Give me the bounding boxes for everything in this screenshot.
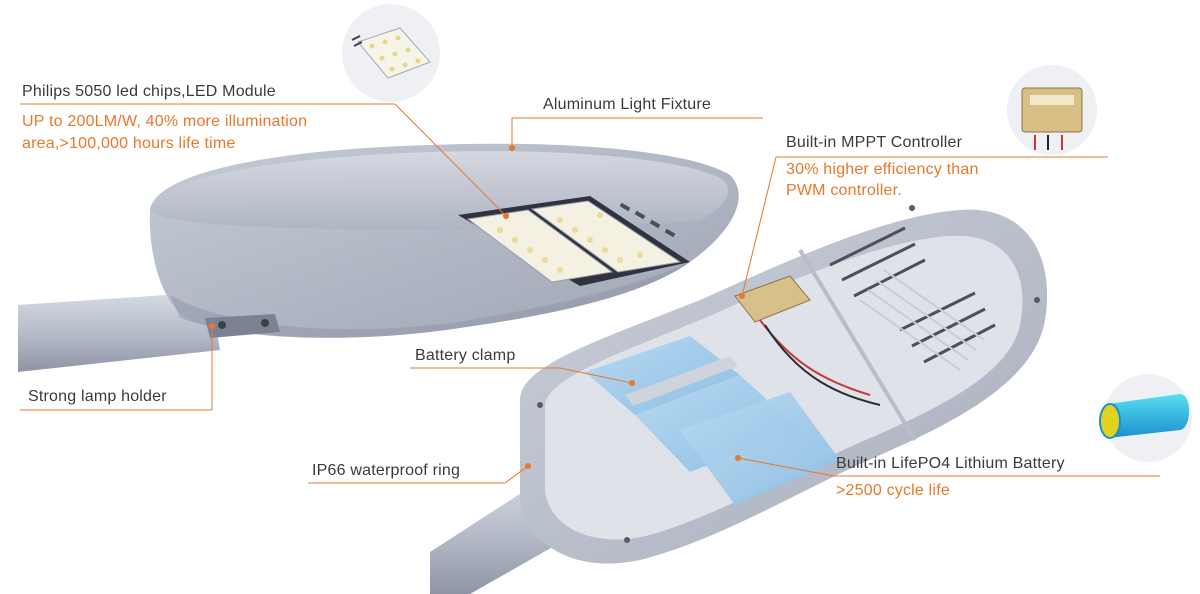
battery-detail: >2500 cycle life (836, 482, 950, 499)
mppt-detail-2: PWM controller. (786, 182, 902, 199)
callout-lines (20, 103, 1160, 484)
led-module-detail-1: UP to 200LM/W, 40% more illumination (22, 113, 308, 130)
battery-thumbnail (1099, 374, 1192, 462)
fixture-open (520, 205, 1048, 564)
led-module-title: Philips 5050 led chips,LED Module (22, 83, 276, 100)
pole-left (18, 292, 220, 372)
callout-dots (209, 145, 745, 469)
fixture-title: Aluminum Light Fixture (543, 96, 712, 113)
battery-title: Built-in LifePO4 Lithium Battery (836, 455, 1065, 472)
fixture-closed (149, 143, 739, 338)
led-module-detail-2: area,>100,000 hours life time (22, 135, 236, 152)
mppt-detail-1: 30% higher efficiency than (786, 161, 979, 178)
waterproof-ring-title: IP66 waterproof ring (312, 462, 461, 479)
lamp-holder-title: Strong lamp holder (28, 388, 167, 405)
controller-thumbnail (1007, 65, 1097, 155)
led-module-thumbnail (342, 4, 440, 102)
mppt-title: Built-in MPPT Controller (786, 134, 963, 151)
battery-clamp-title: Battery clamp (415, 347, 516, 364)
